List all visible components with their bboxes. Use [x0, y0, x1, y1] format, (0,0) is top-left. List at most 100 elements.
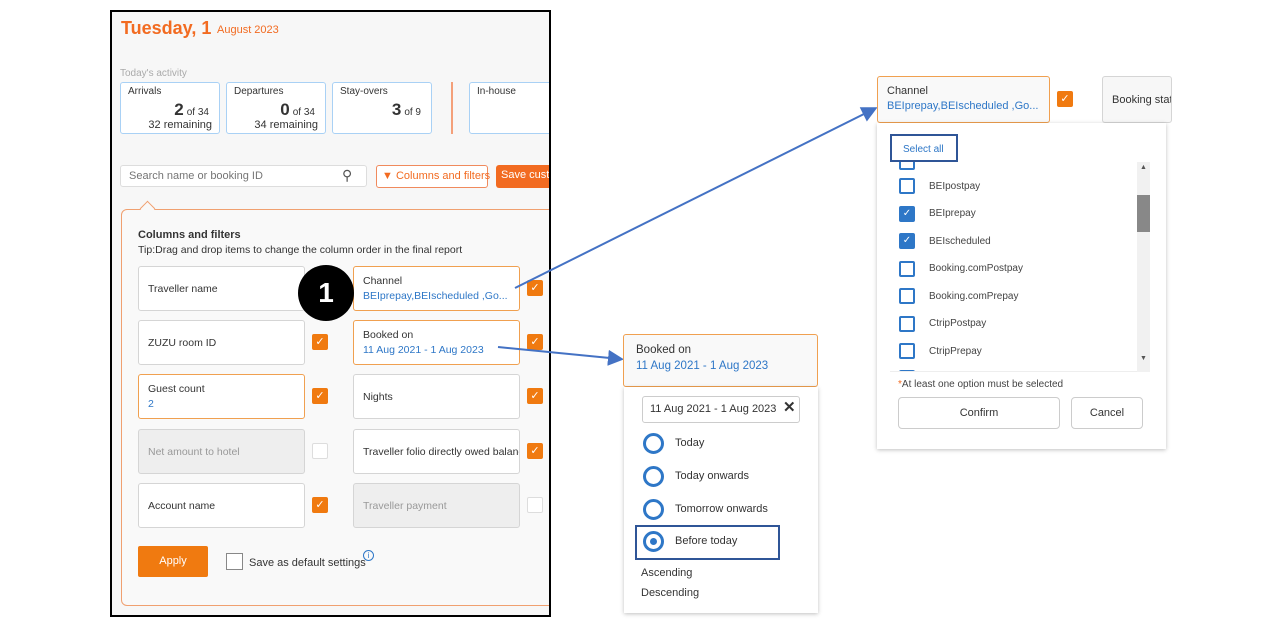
radio-label: Before today	[675, 535, 738, 547]
sort-descending[interactable]: Descending	[641, 587, 700, 599]
column-checkbox[interactable]: ✓	[527, 388, 543, 404]
column-field[interactable]: Traveller folio directly owed balance	[353, 429, 520, 474]
channel-label: Channel	[887, 85, 928, 97]
column-field[interactable]: Account name	[138, 483, 305, 528]
field-label: Nights	[363, 390, 393, 403]
column-checkbox[interactable]: ✓	[312, 334, 328, 350]
panel-title: Columns and filters	[138, 229, 241, 241]
list-item-partial[interactable]	[899, 370, 915, 371]
channel-option[interactable]: Booking.comPostpay	[899, 260, 1023, 277]
option-label: BEIscheduled	[929, 235, 991, 247]
warning-text: At least one option must be selected	[901, 379, 1064, 390]
search-input[interactable]	[120, 165, 367, 187]
column-field[interactable]: Traveller payment	[353, 483, 520, 528]
radio-button[interactable]	[643, 499, 664, 520]
option-label: BEIprepay	[929, 208, 976, 219]
column-checkbox[interactable]: ✓	[527, 443, 543, 459]
channel-field[interactable]: Channel BEIprepay,BEIscheduled ,Go...	[877, 76, 1050, 123]
page-subtitle: August 2023	[217, 24, 279, 36]
select-all-link[interactable]: Select all	[890, 134, 958, 162]
columns-filters-label: Columns and filters	[395, 170, 491, 182]
list-item-partial[interactable]	[899, 162, 915, 170]
column-field[interactable]: Nights	[353, 374, 520, 419]
filter-icon: ▼	[382, 170, 393, 182]
column-checkbox[interactable]: ✓	[312, 497, 328, 513]
card-label: Departures	[234, 86, 284, 97]
option-checkbox[interactable]	[899, 260, 915, 277]
count-total: of 34	[186, 107, 209, 118]
date-range-input[interactable]: 11 Aug 2021 - 1 Aug 2023	[642, 396, 800, 423]
card-label: In-house	[477, 86, 516, 97]
channel-checkbox[interactable]: ✓	[1057, 91, 1073, 107]
scrollbar-thumb[interactable]	[1137, 195, 1150, 232]
cancel-button[interactable]: Cancel	[1071, 397, 1143, 429]
selection-warning: *At least one option must be selected	[898, 379, 1064, 390]
arrow-to-booked	[497, 346, 624, 366]
radio-button[interactable]	[643, 531, 664, 552]
field-label: Channel	[363, 275, 403, 287]
radio-button[interactable]	[643, 466, 664, 487]
field-value: 11 Aug 2021 - 1 Aug 2023	[363, 344, 484, 356]
booked-on-field[interactable]: Booked on 11 Aug 2021 - 1 Aug 2023	[623, 334, 818, 387]
activity-card[interactable]: In-house	[469, 82, 549, 134]
option-checkbox[interactable]: ✓	[899, 233, 915, 249]
channel-option[interactable]: ✓ BEIscheduled	[899, 233, 991, 249]
column-field[interactable]: Traveller name	[138, 266, 305, 311]
booked-on-value: 11 Aug 2021 - 1 Aug 2023	[636, 360, 769, 372]
search-icon[interactable]: ⚲	[342, 167, 353, 183]
channel-option[interactable]: Booking.comPrepay	[899, 288, 1019, 304]
page-title: Tuesday, 1	[121, 18, 212, 38]
column-checkbox[interactable]	[527, 497, 543, 513]
save-default-checkbox[interactable]	[226, 553, 243, 570]
columns-filters-button[interactable]: ▼ Columns and filters	[376, 165, 491, 188]
option-checkbox[interactable]	[899, 288, 915, 304]
column-checkbox[interactable]: ✓	[527, 280, 543, 296]
field-label: Account name	[148, 499, 216, 512]
count-total: of 9	[404, 107, 421, 118]
clear-icon[interactable]: ✕	[783, 399, 796, 416]
option-label: CtripPrepay	[929, 345, 982, 357]
channel-option[interactable]: CtripPostpay	[899, 315, 986, 332]
channel-option[interactable]: ✓ BEIprepay	[899, 205, 976, 222]
field-label: Traveller payment	[363, 499, 447, 512]
field-label: Guest count	[148, 383, 205, 395]
save-custom-button[interactable]: Save custom	[496, 165, 549, 188]
field-value: 2	[148, 398, 154, 410]
confirm-button[interactable]: Confirm	[898, 397, 1060, 429]
option-checkbox[interactable]	[899, 178, 915, 194]
count-total: of 34	[292, 107, 315, 118]
radio-button[interactable]	[643, 433, 664, 454]
option-checkbox[interactable]	[899, 343, 915, 359]
sort-ascending[interactable]: Ascending	[641, 567, 693, 579]
apply-button[interactable]: Apply	[138, 546, 208, 577]
column-checkbox[interactable]: ✓	[312, 388, 328, 404]
column-field[interactable]: ZUZU room ID	[138, 320, 305, 365]
count-value: 2	[174, 100, 184, 119]
column-field[interactable]: Net amount to hotel	[138, 429, 305, 474]
info-icon[interactable]: i	[363, 550, 374, 561]
column-field[interactable]: Guest count 2	[138, 374, 305, 419]
scrollbar[interactable]: ▲▼	[1137, 162, 1150, 372]
card-label: Stay-overs	[340, 86, 388, 97]
column-checkbox[interactable]: ✓	[527, 334, 543, 350]
column-checkbox[interactable]	[312, 443, 328, 459]
save-default-label: Save as default settings	[249, 557, 366, 569]
card-remaining: 34 remaining	[254, 119, 318, 131]
count-value: 0	[280, 100, 290, 119]
option-checkbox[interactable]	[899, 315, 915, 332]
field-value: BEIprepay,BEIscheduled ,Go...	[363, 290, 508, 302]
channel-option[interactable]: BEIpostpay	[899, 178, 980, 194]
channel-option[interactable]: CtripPrepay	[899, 343, 982, 359]
divider	[451, 82, 453, 134]
booking-status-field[interactable]: Booking status	[1102, 76, 1172, 123]
option-checkbox[interactable]: ✓	[899, 205, 915, 222]
